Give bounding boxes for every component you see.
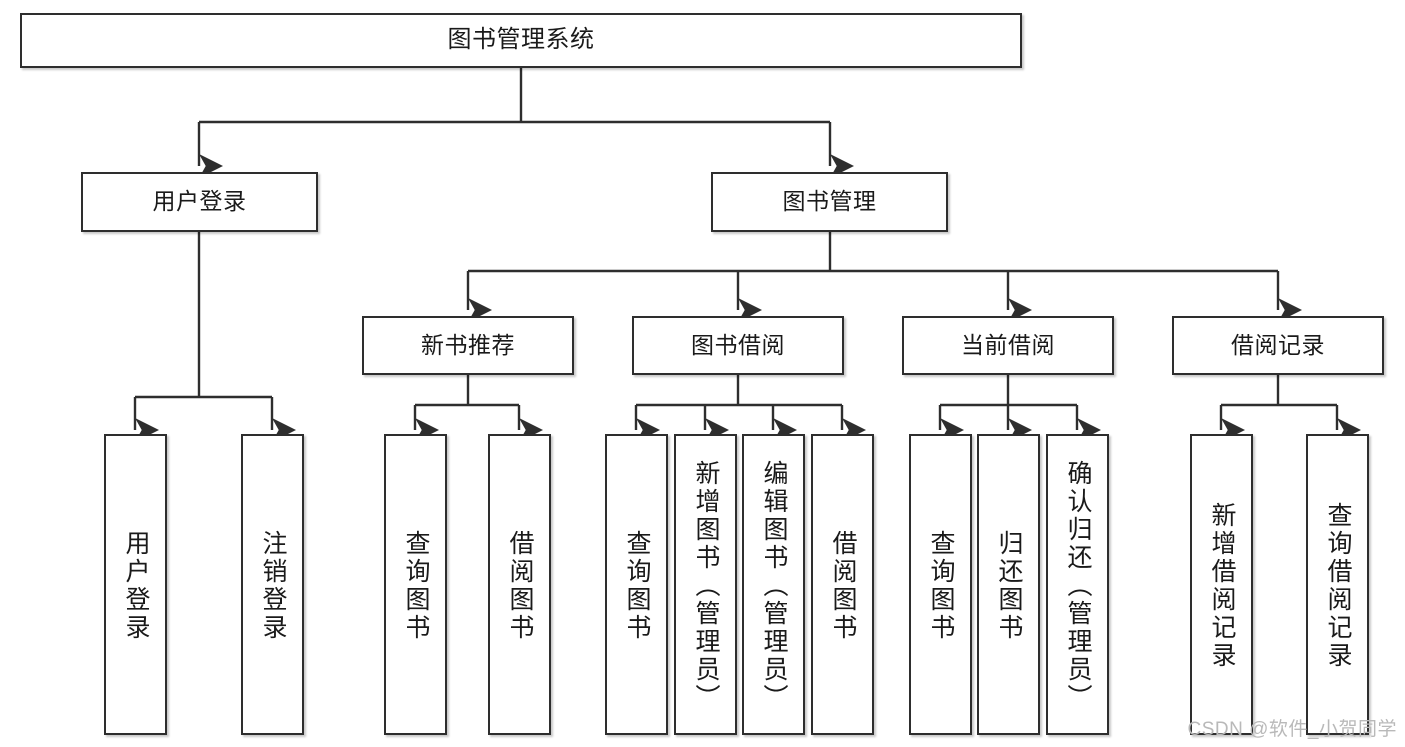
- node-book-management[interactable]: 图书管理: [711, 172, 948, 232]
- node-leaf-query-book-1[interactable]: 查询图书: [384, 434, 447, 735]
- node-label: 确认归还（管理员）: [1064, 459, 1092, 712]
- node-label: 注销登录: [259, 529, 287, 642]
- node-label: 用户登录: [152, 188, 247, 215]
- node-label: 新增图书（管理员）: [692, 459, 720, 712]
- node-user-login[interactable]: 用户登录: [81, 172, 318, 232]
- node-leaf-query-book-2[interactable]: 查询图书: [605, 434, 668, 735]
- node-label: 查询图书: [623, 529, 651, 642]
- node-leaf-add-book[interactable]: 新增图书（管理员）: [674, 434, 737, 735]
- node-label: 查询图书: [402, 529, 430, 642]
- node-label: 当前借阅: [961, 331, 1055, 358]
- node-label: 查询图书: [927, 529, 955, 642]
- node-leaf-return-book[interactable]: 归还图书: [977, 434, 1040, 735]
- node-borrow-record[interactable]: 借阅记录: [1172, 316, 1384, 375]
- node-label: 归还图书: [995, 529, 1023, 642]
- node-label: 图书管理: [782, 188, 877, 215]
- node-label: 查询借阅记录: [1324, 501, 1352, 670]
- node-current-borrow[interactable]: 当前借阅: [902, 316, 1114, 375]
- node-root-system[interactable]: 图书管理系统: [20, 13, 1022, 68]
- node-leaf-user-login[interactable]: 用户登录: [104, 434, 167, 735]
- node-leaf-borrow-book-1[interactable]: 借阅图书: [488, 434, 551, 735]
- node-new-book-recommend[interactable]: 新书推荐: [362, 316, 574, 375]
- node-label: 图书借阅: [691, 331, 785, 358]
- node-label: 借阅图书: [829, 529, 857, 642]
- node-leaf-confirm-return[interactable]: 确认归还（管理员）: [1046, 434, 1109, 735]
- node-label: 图书管理系统: [447, 26, 595, 54]
- node-book-borrow[interactable]: 图书借阅: [632, 316, 844, 375]
- node-label: 新书推荐: [421, 331, 515, 358]
- node-leaf-logout-login[interactable]: 注销登录: [241, 434, 304, 735]
- node-leaf-query-book-3[interactable]: 查询图书: [909, 434, 972, 735]
- node-label: 用户登录: [122, 529, 150, 642]
- node-label: 编辑图书（管理员）: [760, 459, 788, 712]
- node-label: 新增借阅记录: [1208, 501, 1236, 670]
- node-label: 借阅图书: [506, 529, 534, 642]
- node-leaf-edit-book[interactable]: 编辑图书（管理员）: [742, 434, 805, 735]
- watermark-text: CSDN @软件_小贺同学: [1187, 719, 1397, 740]
- node-leaf-query-borrow-record[interactable]: 查询借阅记录: [1306, 434, 1369, 735]
- node-leaf-add-borrow-record[interactable]: 新增借阅记录: [1190, 434, 1253, 735]
- node-label: 借阅记录: [1231, 331, 1325, 358]
- node-leaf-borrow-book-2[interactable]: 借阅图书: [811, 434, 874, 735]
